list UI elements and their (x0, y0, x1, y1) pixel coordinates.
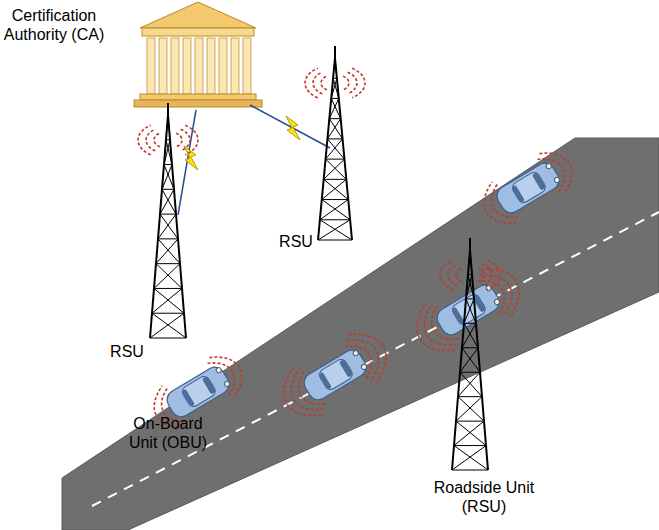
vehicle (493, 160, 562, 217)
signal-waves (305, 68, 365, 97)
unit-label: RSU (104, 342, 150, 361)
unit-label: RSU (276, 232, 316, 251)
ca-building (134, 2, 262, 107)
road (62, 138, 659, 530)
rsu-tower (318, 46, 352, 240)
rsu-tower (150, 103, 186, 338)
wireless-link (250, 105, 330, 148)
vehicle (300, 347, 369, 404)
lightning-bolt (286, 116, 300, 140)
unit-label: On-Board Unit (OBU) (118, 414, 218, 452)
signal-waves (138, 125, 198, 154)
rsu-tower (452, 238, 488, 470)
unit-label: Roadside Unit (RSU) (428, 478, 540, 516)
vehicle (163, 364, 232, 421)
authority-label: Certification Authority (CA) (2, 6, 106, 44)
signal-waves (273, 323, 397, 428)
lane-line (92, 212, 659, 506)
signal-waves (440, 260, 500, 289)
signal-waves (475, 143, 582, 233)
lightning-bolt (184, 146, 198, 170)
